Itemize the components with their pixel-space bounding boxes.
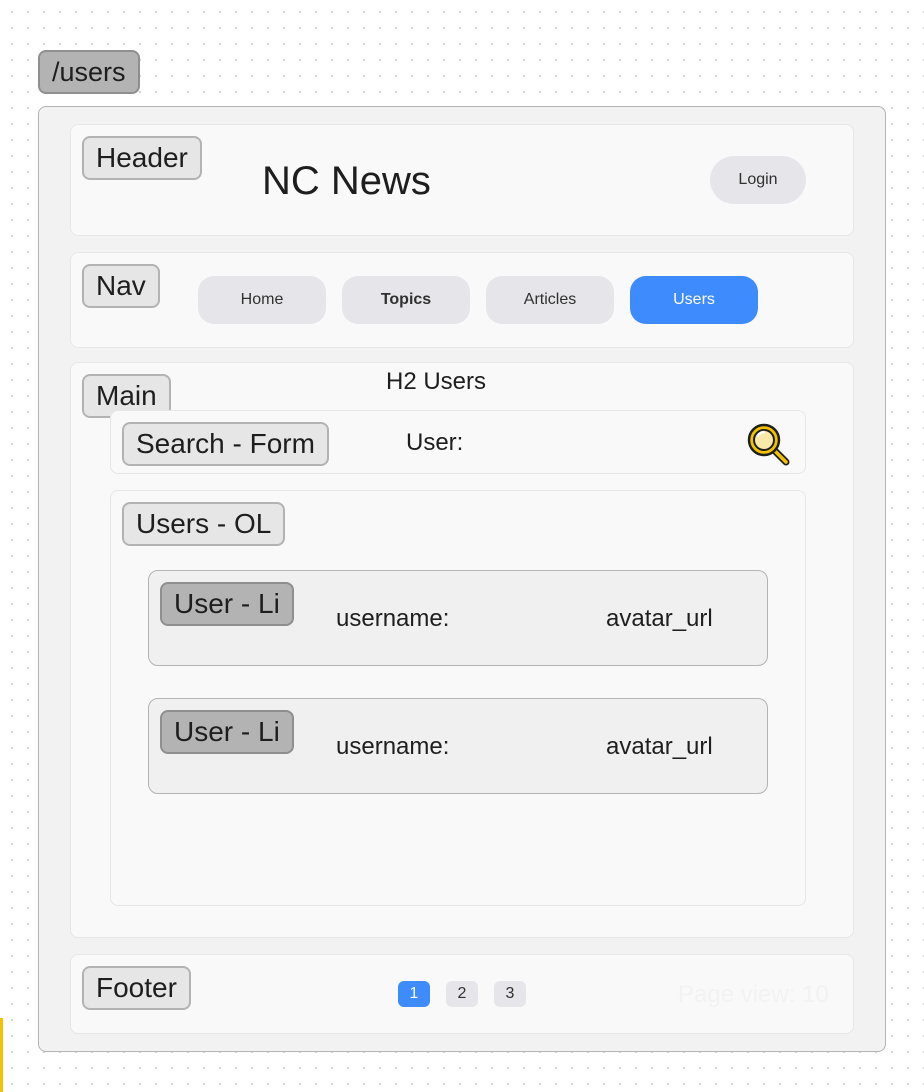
site-title: NC News (262, 159, 431, 203)
page-button-2[interactable]: 2 (446, 981, 478, 1007)
user-li-tag: User - Li (160, 582, 294, 626)
username-label: username: (336, 733, 450, 760)
page-button-1[interactable]: 1 (398, 981, 430, 1007)
user-li-tag: User - Li (160, 710, 294, 754)
main-heading: H2 Users (386, 368, 487, 395)
page-view-text: Page view: 10 (678, 981, 829, 1008)
search-user-label: User: (406, 429, 464, 456)
route-label: /users (38, 50, 140, 94)
username-label: username: (336, 605, 450, 632)
nav-item-topics[interactable]: Topics (342, 276, 470, 324)
nav-tag: Nav (82, 264, 160, 308)
users-list-tag: Users - OL (122, 502, 286, 546)
login-button[interactable]: Login (710, 156, 806, 204)
nav-item-home[interactable]: Home (198, 276, 326, 324)
footer-tag: Footer (82, 966, 191, 1010)
search-form-tag: Search - Form (122, 422, 329, 466)
avatar-url-label: avatar_url (606, 605, 713, 632)
nav-item-users[interactable]: Users (630, 276, 758, 324)
page-button-3[interactable]: 3 (494, 981, 526, 1007)
edge-marker (0, 1018, 3, 1092)
avatar-url-label: avatar_url (606, 733, 713, 760)
magnifier-icon[interactable] (746, 422, 790, 466)
header-tag: Header (82, 136, 202, 180)
nav-item-articles[interactable]: Articles (486, 276, 614, 324)
